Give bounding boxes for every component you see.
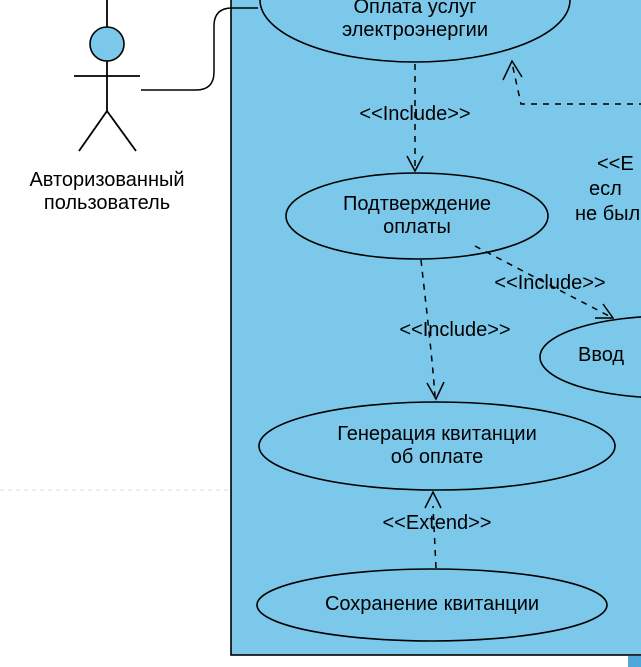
use-case-pay-label[interactable]: Оплата услуг электроэнергии xyxy=(265,0,565,42)
actor-association-line[interactable] xyxy=(141,7,258,91)
use-case-receipt-ellipse[interactable] xyxy=(258,401,616,491)
use-case-receipt-label-line1: Генерация квитанции xyxy=(337,423,537,445)
arrowhead-include-mid xyxy=(426,381,445,401)
actor-head xyxy=(89,26,125,62)
use-case-confirm-label-line2: оплаты xyxy=(383,216,451,238)
use-case-confirm-ellipse[interactable] xyxy=(285,172,549,260)
canvas-corner-shape xyxy=(628,656,641,667)
actor-left-leg xyxy=(78,110,108,152)
extend-label-bottom[interactable]: <<Extend>> xyxy=(382,512,492,534)
arrowhead-extend-top-right xyxy=(502,59,523,81)
actor-right-leg xyxy=(106,110,137,152)
use-case-pay-label-line2: электроэнергии xyxy=(341,19,489,41)
use-case-input-ellipse[interactable] xyxy=(539,316,641,398)
use-case-save-label[interactable]: Сохранение квитанции xyxy=(324,593,540,615)
actor-label-line2: пользователь xyxy=(43,192,171,214)
use-case-receipt-label-line2: об оплате xyxy=(390,446,484,468)
actor-label[interactable]: Авторизованный пользователь xyxy=(7,169,207,215)
use-case-pay-ellipse[interactable] xyxy=(259,0,571,63)
extend-condition-note-line3[interactable]: не был xyxy=(575,203,641,225)
arrowhead-include-to-input xyxy=(595,303,615,319)
include-label-top[interactable]: <<Include>> xyxy=(359,103,471,125)
extend-edge-top-right[interactable] xyxy=(511,62,641,105)
use-case-receipt-label[interactable]: Генерация квитанции об оплате xyxy=(287,423,587,469)
arrowhead-include-top xyxy=(406,155,424,173)
arrowhead-extend-bottom xyxy=(424,490,442,509)
use-case-input-label[interactable]: Ввод xyxy=(578,344,625,366)
use-case-pay-label-line1: Оплата услуг xyxy=(353,0,477,18)
actor-label-line1: Авторизованный xyxy=(29,169,185,191)
use-case-save-ellipse[interactable] xyxy=(256,568,608,642)
system-boundary-rect[interactable] xyxy=(230,0,641,656)
include-label-right[interactable]: <<Include>> xyxy=(494,272,606,294)
extend-edge-bottom[interactable] xyxy=(432,505,437,569)
use-case-confirm-label[interactable]: Подтверждение оплаты xyxy=(287,193,547,239)
extend-condition-note-line1[interactable]: <<E xyxy=(597,153,634,175)
include-edge-mid[interactable] xyxy=(420,259,436,397)
extend-condition-note-line2[interactable]: есл xyxy=(589,178,622,200)
include-label-mid[interactable]: <<Include>> xyxy=(399,319,511,341)
include-edge-to-input[interactable] xyxy=(474,245,610,317)
use-case-confirm-label-line1: Подтверждение xyxy=(342,193,492,215)
actor-figure[interactable] xyxy=(74,0,140,152)
